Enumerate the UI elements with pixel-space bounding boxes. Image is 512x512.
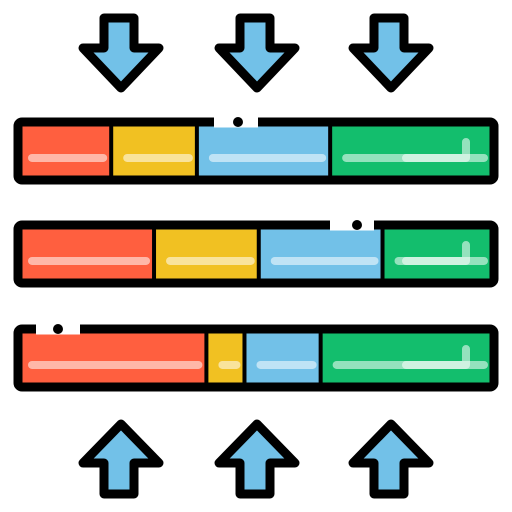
bar-segment-yellow bbox=[156, 225, 261, 283]
bottom-arrows bbox=[78, 419, 434, 499]
bars-group bbox=[13, 116, 499, 392]
bar-segment-blue bbox=[198, 122, 333, 180]
arrow-down-icon bbox=[214, 13, 300, 93]
arrow-down-icon bbox=[348, 13, 434, 93]
bar-segment-red bbox=[18, 225, 157, 283]
outline-dot bbox=[352, 220, 362, 230]
bar-row bbox=[13, 324, 499, 392]
bar-segment-yellow bbox=[208, 329, 247, 387]
arrow-down-icon bbox=[78, 13, 164, 93]
arrow-up-icon bbox=[78, 419, 164, 499]
arrow-up-icon bbox=[348, 419, 434, 499]
outline-dot bbox=[53, 324, 63, 334]
bar-segment-red bbox=[18, 329, 209, 387]
top-arrows bbox=[78, 13, 434, 93]
bar-segment-yellow bbox=[113, 122, 199, 180]
bar-segment-red bbox=[18, 122, 114, 180]
outline-dot bbox=[233, 117, 243, 127]
bar-row bbox=[13, 220, 499, 288]
bar-hook-highlight bbox=[402, 345, 470, 369]
bar-outline bbox=[13, 220, 499, 288]
bar-hook-highlight bbox=[402, 241, 470, 265]
bar-row bbox=[13, 117, 499, 185]
bar-segment-blue bbox=[260, 225, 385, 283]
bar-segment-blue bbox=[246, 329, 323, 387]
bar-segment-green bbox=[384, 225, 494, 283]
arrow-up-icon bbox=[214, 419, 300, 499]
bar-hook-highlight bbox=[402, 138, 470, 162]
bar-outline bbox=[13, 324, 499, 392]
